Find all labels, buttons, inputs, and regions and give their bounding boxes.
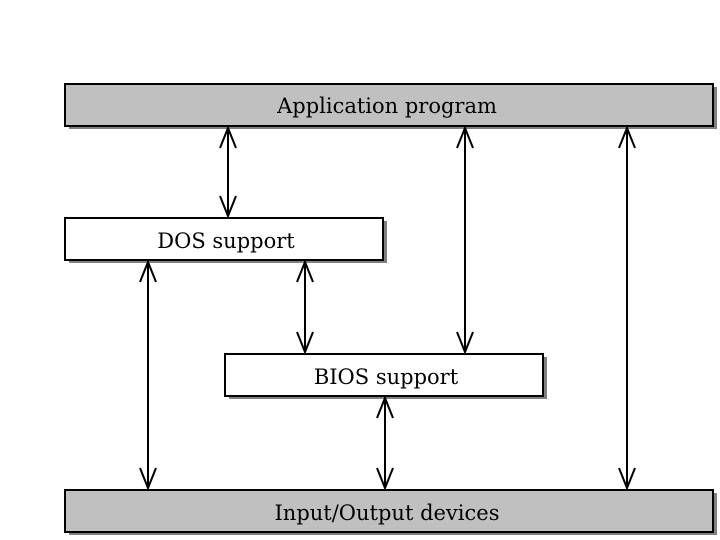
arrow-dos-bios (296, 259, 314, 355)
input-output-devices-label: Input/Output devices (275, 501, 500, 525)
input-output-devices-box: Input/Output devices (64, 489, 717, 535)
application-program-box: Application program (64, 83, 717, 129)
arrow-application-io (618, 125, 636, 491)
application-program-label: Application program (276, 94, 497, 118)
bios-support-box-rect (224, 353, 544, 397)
bios-support-label: BIOS support (314, 365, 459, 389)
arrow-application-bios (456, 125, 474, 355)
arrow-dos-io (139, 259, 157, 491)
dos-support-label: DOS support (157, 229, 295, 253)
dos-support-box: DOS support (64, 217, 387, 263)
arrow-application-dos (219, 125, 237, 219)
input-output-devices-box-rect (64, 489, 714, 533)
arrow-bios-io (376, 395, 394, 491)
bios-support-box: BIOS support (224, 353, 547, 399)
dos-support-box-rect (64, 217, 384, 261)
application-program-box-rect (64, 83, 714, 127)
